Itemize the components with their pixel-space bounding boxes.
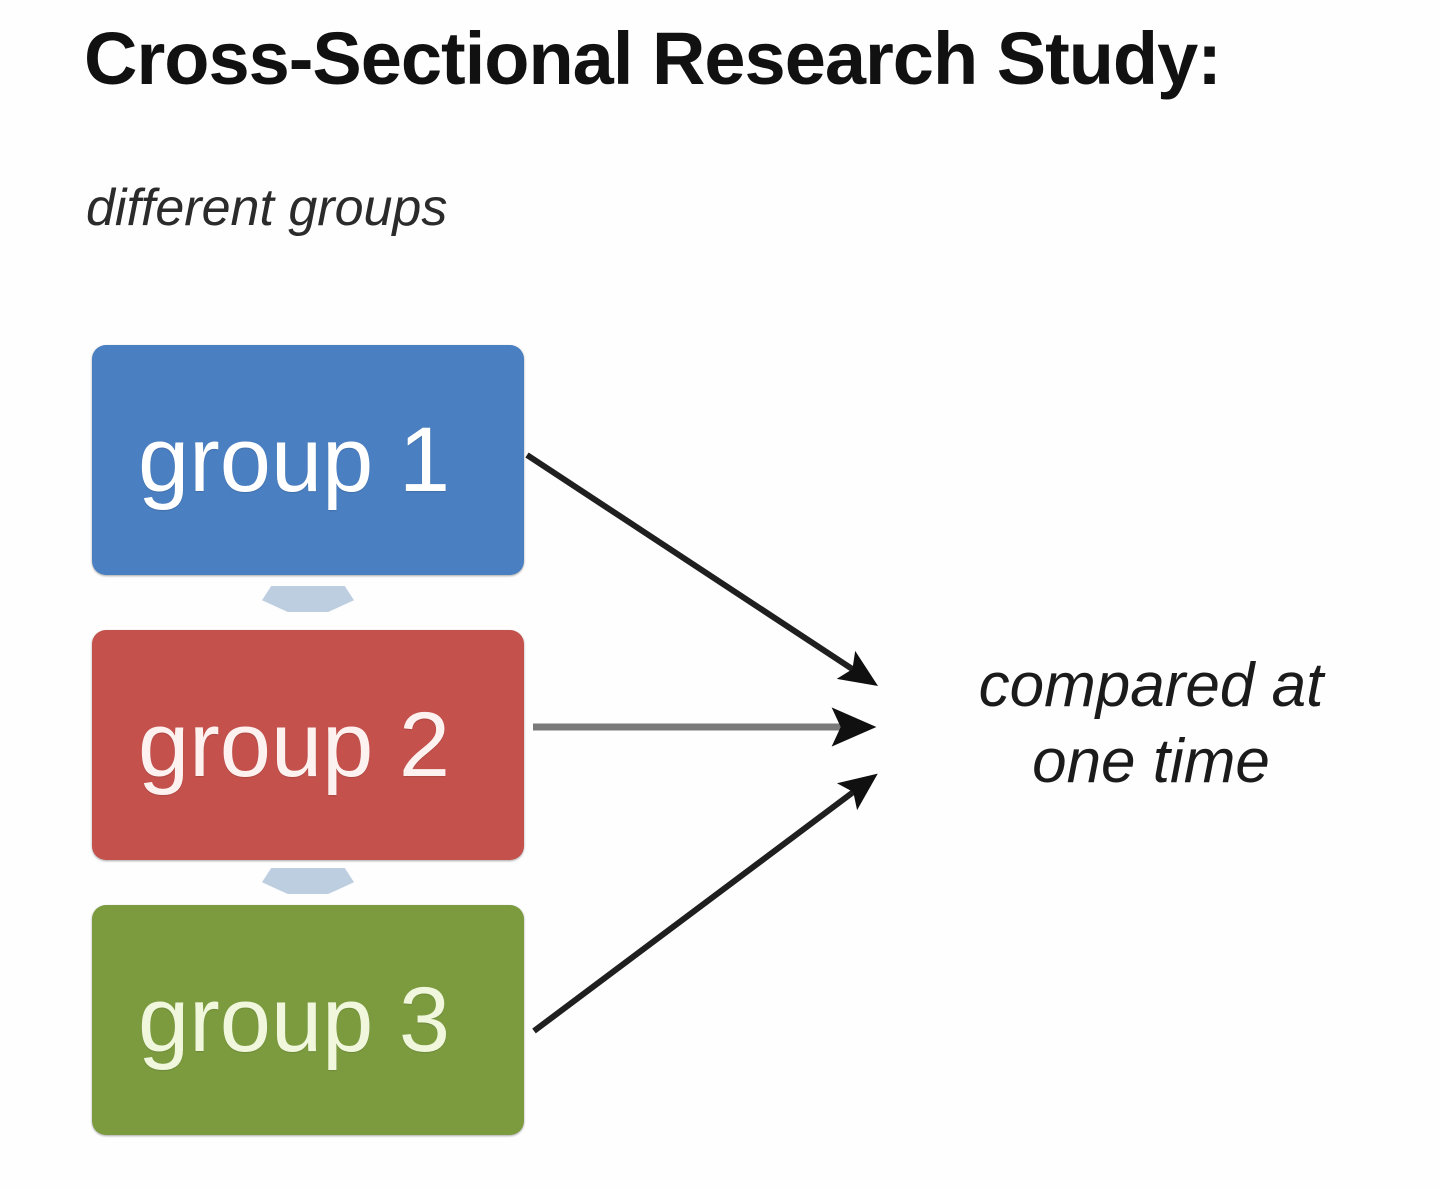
connector-arrow-group1-group2	[262, 586, 354, 612]
arrow-from-group-3	[532, 773, 878, 1034]
comparison-caption-line-2: one time	[1032, 727, 1270, 796]
arrow-from-group-1	[525, 452, 879, 686]
group-box-2[interactable]: group 2	[92, 630, 524, 860]
group-box-1[interactable]: group 1	[92, 345, 524, 575]
comparison-caption: compared at one time	[916, 648, 1386, 800]
group-box-1-label: group 1	[138, 409, 451, 511]
comparison-caption-line-1: compared at	[978, 651, 1324, 720]
group-box-3-label: group 3	[138, 969, 451, 1071]
group-box-3[interactable]: group 3	[92, 905, 524, 1135]
page-title: Cross-Sectional Research Study:	[84, 17, 1222, 100]
group-box-2-label: group 2	[138, 694, 451, 796]
connector-arrow-group2-group3	[262, 868, 354, 894]
subtitle-different-groups: different groups	[86, 179, 448, 237]
